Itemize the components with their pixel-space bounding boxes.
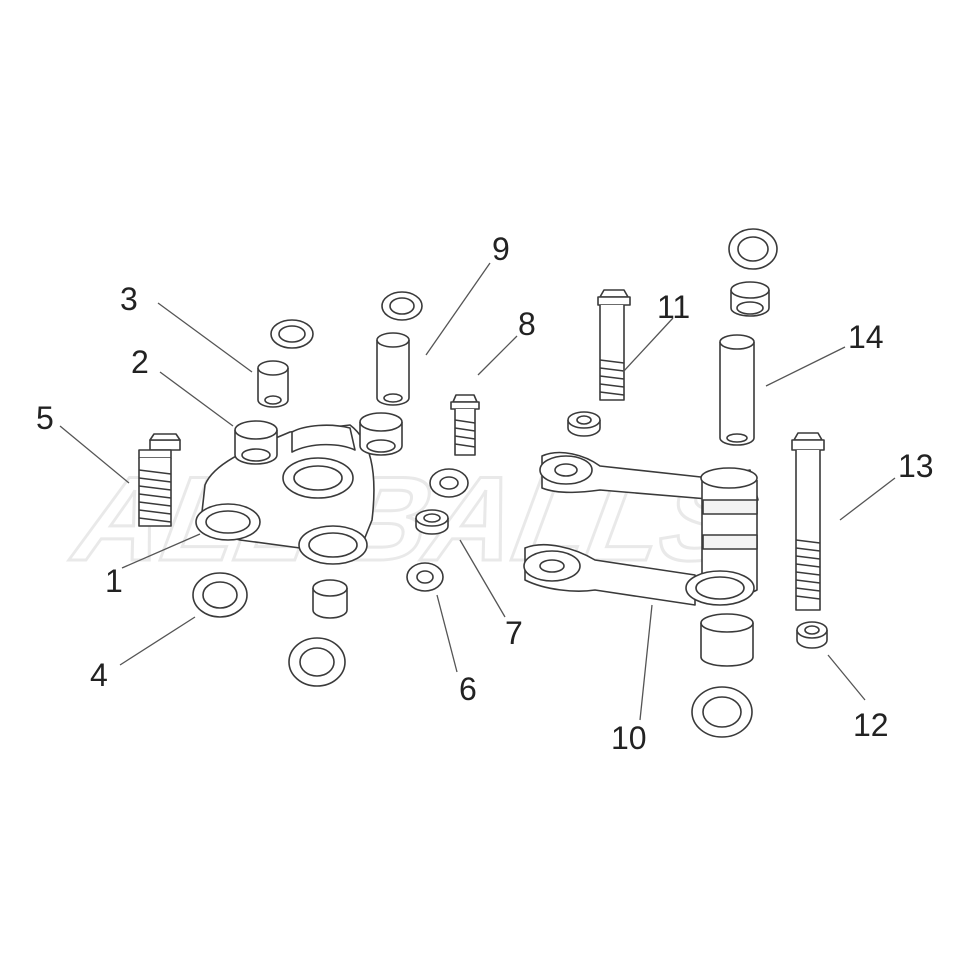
callout-1: 1 <box>105 563 123 599</box>
needle-bearing-top-right <box>730 281 770 317</box>
nut-under-bolt-11 <box>567 411 601 437</box>
callout-8: 8 <box>518 306 536 342</box>
part-8-small-bolt <box>450 394 480 456</box>
seal-ring-top-left <box>270 319 314 349</box>
part-7-nut <box>415 509 449 535</box>
callout-7: 7 <box>505 615 523 651</box>
spacer-bottom-left <box>312 579 348 619</box>
callout-2: 2 <box>131 344 149 380</box>
callout-6: 6 <box>459 671 477 707</box>
seal-ring-bottom-left <box>288 637 346 687</box>
callout-4: 4 <box>90 657 108 693</box>
callout-3: 3 <box>120 281 138 317</box>
callout-12: 12 <box>853 707 889 743</box>
callout-10: 10 <box>611 720 647 756</box>
seal-ring-top-center <box>381 291 423 321</box>
spacer-bottom-right <box>700 613 754 667</box>
callout-13: 13 <box>898 448 934 484</box>
part-9-long-spacer <box>376 332 410 406</box>
seal-ring-top-right <box>728 228 778 270</box>
washer-upper <box>429 468 469 498</box>
part-12-nut <box>796 621 828 649</box>
part-13-long-bolt <box>791 432 825 611</box>
seal-ring-bottom-right <box>691 686 753 738</box>
part-5-bolt <box>138 433 181 527</box>
part-14-long-sleeve <box>719 334 755 446</box>
needle-bearing-right <box>359 412 403 456</box>
leader-lines <box>59 262 896 721</box>
callout-9: 9 <box>492 231 510 267</box>
part-11-bolt <box>597 289 631 401</box>
part-10-dogbone-links <box>523 451 759 606</box>
part-4-seal-ring <box>192 572 248 618</box>
part-3-spacer <box>257 360 289 408</box>
callout-11: 11 <box>657 289 690 325</box>
part-2-needle-bearing <box>234 420 278 465</box>
callout-14: 14 <box>848 319 884 355</box>
part-6-washer <box>406 562 444 592</box>
callout-5: 5 <box>36 400 54 436</box>
part-1-linkage-body <box>195 424 375 565</box>
